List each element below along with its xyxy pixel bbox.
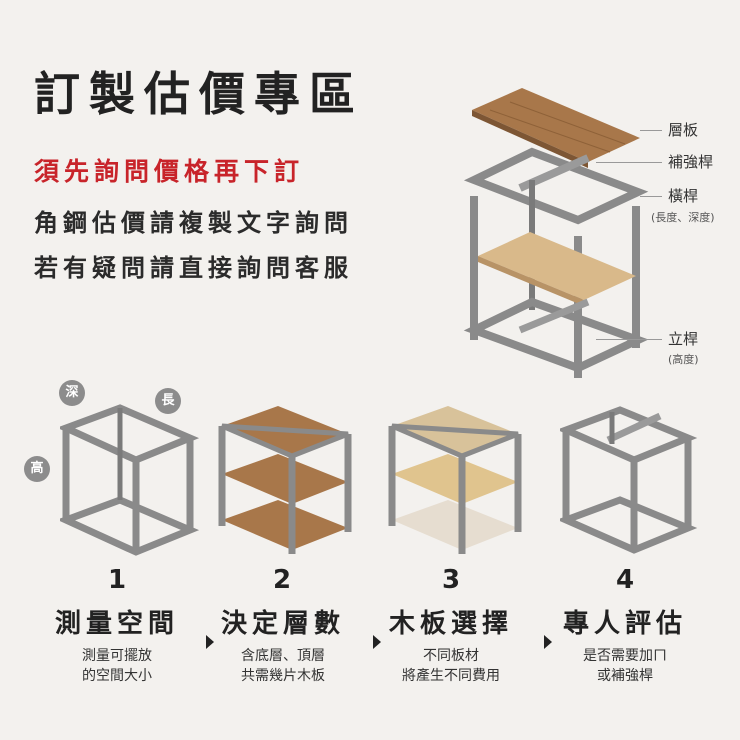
- step-1-description: 測量可擺放 的空間大小: [32, 646, 202, 686]
- page-title: 訂製估價專區: [34, 67, 364, 121]
- label-crossbar: 橫桿: [668, 187, 699, 205]
- info-line-1: 角鋼估價請複製文字詢問: [34, 209, 353, 237]
- step-1-name: 測量空間: [54, 609, 179, 639]
- step-3-description: 不同板材 將產生不同費用: [366, 646, 536, 686]
- step-3-name: 木板選擇: [388, 609, 513, 639]
- height-badge: 高: [24, 456, 50, 482]
- leader-line-reinforcement: [596, 162, 662, 163]
- step-3-desc-line-1: 不同板材: [423, 648, 479, 664]
- step-1-desc-line-2: 的空間大小: [82, 668, 152, 684]
- arrow-right-icon: [206, 635, 214, 649]
- wood-shelf-illustration: [218, 406, 352, 554]
- step-2-desc-line-1: 含底層、頂層: [241, 648, 325, 664]
- leader-line-post: [596, 339, 662, 340]
- leader-line-crossbar: [640, 196, 662, 197]
- board-material-illustration: [388, 406, 522, 554]
- label-post-note: (高度): [668, 353, 699, 366]
- frame-illustration: [60, 404, 200, 556]
- price-notice: 須先詢問價格再下訂: [34, 157, 305, 186]
- exploded-shelf-diagram: [463, 88, 649, 378]
- step-4-desc-line-2: 或補強桿: [597, 668, 653, 684]
- step-2-description: 含底層、頂層 共需幾片木板: [198, 646, 368, 686]
- step-4-description: 是否需要加ㄇ 或補強桿: [540, 646, 710, 686]
- step-3-desc-line-2: 將產生不同費用: [402, 668, 500, 684]
- reinforced-frame-illustration: [560, 406, 698, 554]
- info-line-2: 若有疑問請直接詢問客服: [34, 254, 353, 282]
- step-4-desc-line-1: 是否需要加ㄇ: [583, 648, 667, 664]
- label-reinforcement-bar: 補強桿: [668, 153, 714, 171]
- label-crossbar-note: (長度、深度): [651, 211, 715, 224]
- depth-badge: 深: [59, 380, 85, 406]
- label-shelf-board: 層板: [668, 121, 699, 139]
- step-1-desc-line-1: 測量可擺放: [82, 648, 152, 664]
- leader-line-shelf-board: [640, 130, 662, 131]
- step-1-number: 1: [107, 565, 127, 595]
- length-badge: 長: [155, 388, 181, 414]
- label-post: 立桿: [668, 330, 699, 348]
- step-2-desc-line-2: 共需幾片木板: [241, 668, 325, 684]
- step-4-name: 專人評估: [562, 609, 687, 639]
- arrow-right-icon: [373, 635, 381, 649]
- step-2-name: 決定層數: [220, 609, 345, 639]
- step-4-number: 4: [615, 565, 635, 595]
- arrow-right-icon: [544, 635, 552, 649]
- step-2-number: 2: [272, 565, 292, 595]
- step-3-number: 3: [441, 565, 461, 595]
